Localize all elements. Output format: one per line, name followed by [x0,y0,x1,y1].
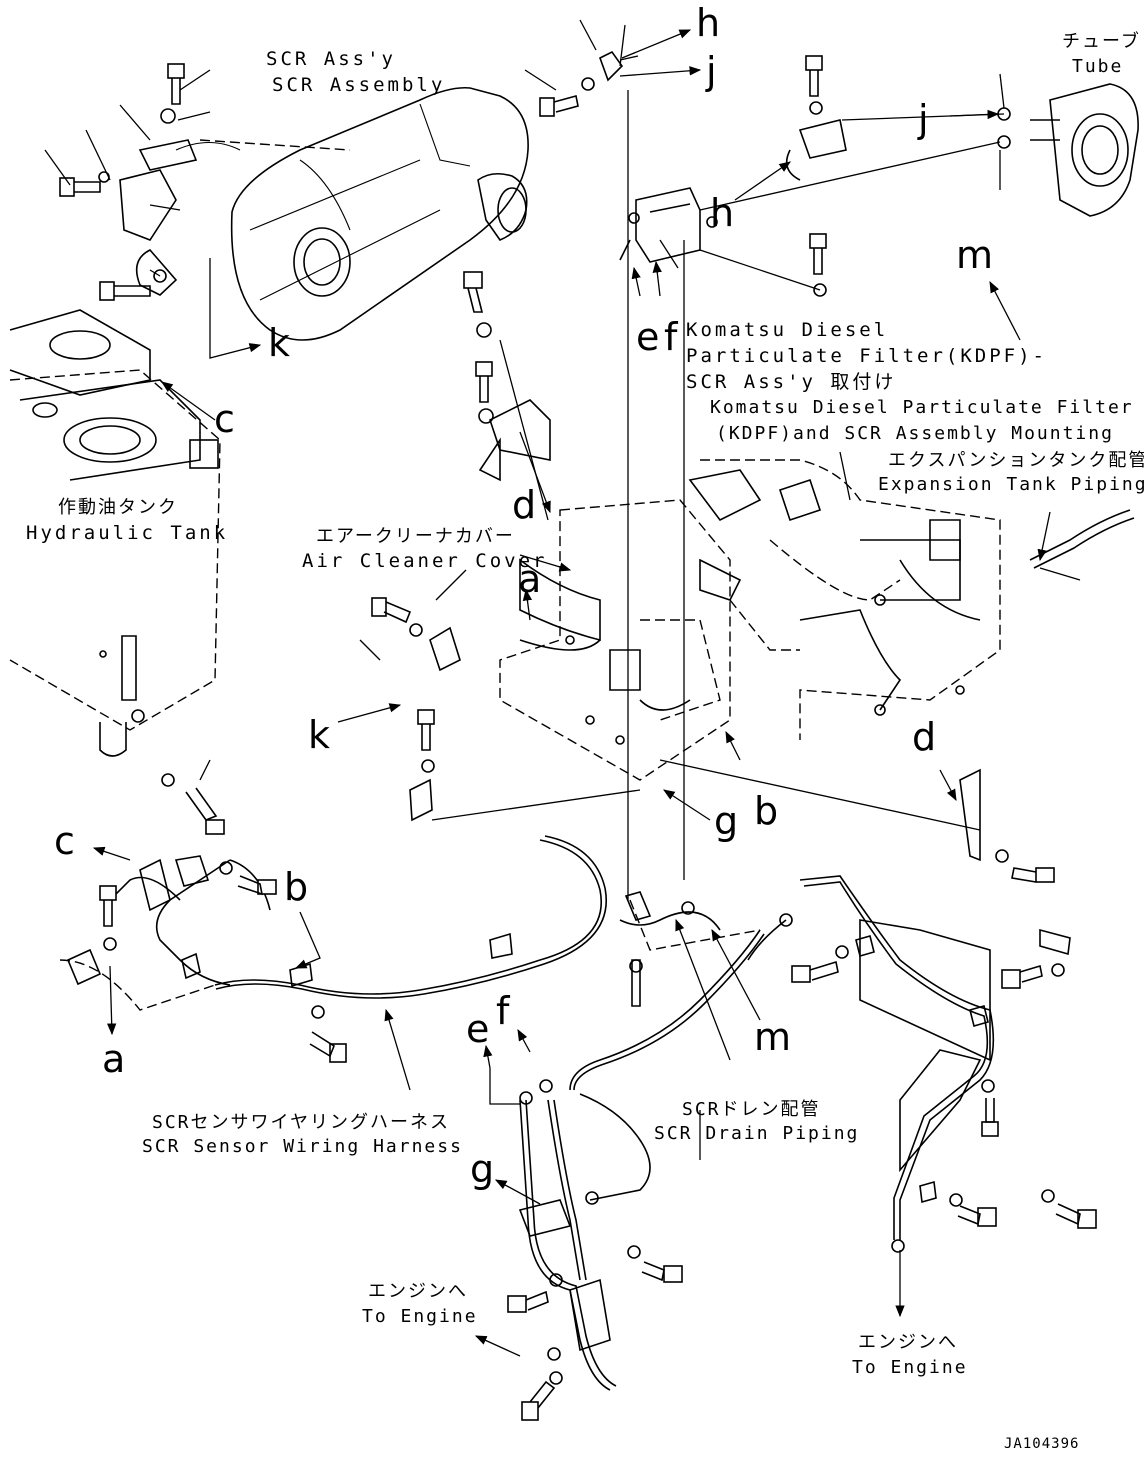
tube-label-jp: チューブ [1062,30,1141,52]
callout-m-low: m [754,1015,791,1059]
kdpf-label-line1: Komatsu Diesel [686,319,888,341]
drain-label-jp: SCRドレン配管 [682,1099,821,1120]
expansion-tank-label-jp: エクスパンションタンク配管 [888,450,1144,471]
text-labels: SCR Ass'y SCR Assembly チューブ Tube Komatsu… [26,30,1144,1452]
scr-assembly-drawing [199,86,529,341]
callout-j-right: j [917,97,929,141]
callout-f-top: f [664,315,679,359]
tube-label-en: Tube [1072,56,1123,77]
kdpf-label-line3: SCR Ass'y 取付け [686,371,896,393]
callout-d-left: d [512,483,536,527]
hydraulic-tank-drawing [9,309,221,757]
drain-piping-drawing [507,891,765,1421]
callout-letters: h j j h m k c e f d a k d b g c b a e f … [54,1,993,1191]
callout-e-top: e [636,315,659,359]
air-cleaner-label-en: Air Cleaner Cover [302,550,547,572]
callout-leaders [92,55,1081,1357]
kdpf-label-line4: Komatsu Diesel Particulate Filter [710,397,1134,418]
bolts-top-left [59,50,624,301]
callout-a-mid: a [518,557,541,601]
callout-c-top: c [214,397,235,441]
to-engine-left-label-jp: エンジンへ [368,1281,468,1302]
kdpf-label-line5: (KDPF)and SCR Assembly Mounting [716,423,1114,444]
sensor-harness-drawing [59,773,607,1063]
callout-e-low: e [466,1007,489,1051]
hydraulic-tank-label-en: Hydraulic Tank [26,522,228,544]
callout-c-low: c [54,819,75,863]
callout-g-low: g [470,1147,494,1191]
drain-label-en: SCR Drain Piping [654,1123,859,1144]
expansion-tank-label-en: Expansion Tank Piping [878,474,1144,495]
scr-assy-label-jp: SCR Ass'y [266,48,396,70]
to-engine-left-label-en: To Engine [362,1306,478,1327]
to-engine-right-label-en: To Engine [852,1357,968,1378]
mounting-brackets [371,271,1055,883]
callout-h-top: h [696,1,720,45]
callout-b-mid: b [754,789,778,833]
callout-m-top: m [956,233,993,277]
callout-f-low: f [496,989,511,1033]
callout-g-mid: g [714,799,738,843]
hydraulic-tank-label-jp: 作動油タンク [58,497,178,518]
callout-d-right: d [912,715,936,759]
callout-a-low: a [102,1037,125,1081]
callout-j-top: j [705,49,717,93]
scr-sensor-bracket [98,108,241,296]
frame-structure-drawing [499,459,1001,781]
callout-k-top: k [268,321,290,365]
expansion-tank-piping-drawing [747,509,1135,1253]
harness-label-en: SCR Sensor Wiring Harness [142,1136,463,1157]
kdpf-label-line2: Particulate Filter(KDPF)- [686,345,1047,367]
scr-assy-label-en: SCR Assembly [272,74,445,96]
air-cleaner-label-jp: エアークリーナカバー [316,526,515,547]
drawing-number: JA104396 [1004,1436,1079,1452]
callout-b-low: b [284,865,308,909]
callout-k-mid: k [308,713,330,757]
harness-label-jp: SCRセンサワイヤリングハーネス [152,1112,450,1133]
to-engine-right-label-jp: エンジンへ [858,1332,958,1353]
tube-part [997,83,1139,217]
callout-h-mid: h [710,191,734,235]
drain-bracket-box [619,55,847,297]
